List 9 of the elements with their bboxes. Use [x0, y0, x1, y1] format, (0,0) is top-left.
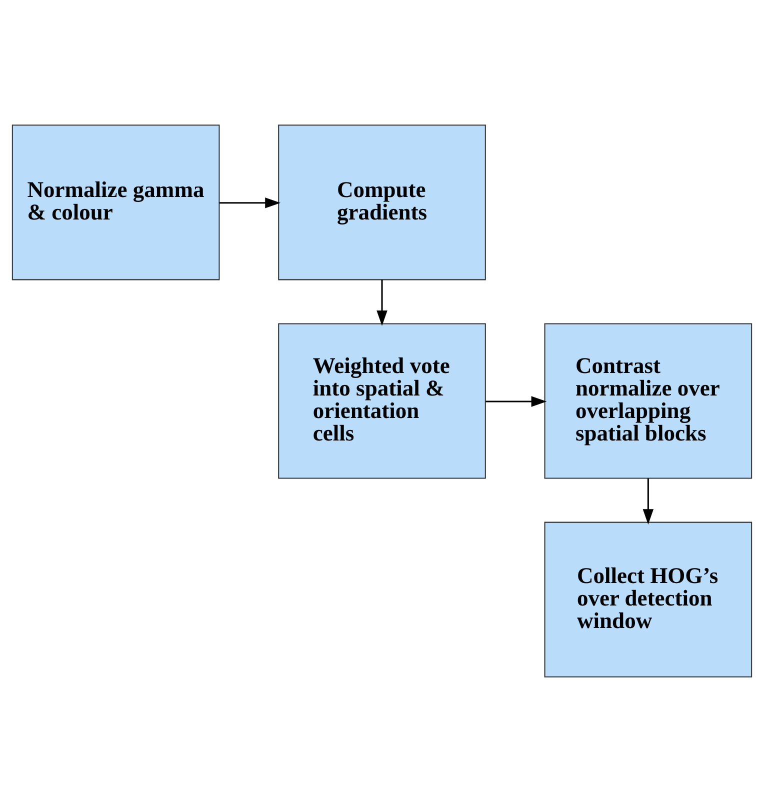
node-box: Contrast normalize over overlapping spatial blocks	[544, 322, 752, 478]
node-box: Normalize gamma & colour	[12, 124, 220, 280]
arrow	[642, 478, 654, 524]
arrow	[376, 279, 388, 326]
arrow	[220, 197, 280, 208]
node-box: Compute gradients	[278, 124, 486, 280]
arrow	[486, 396, 547, 406]
node-box: Weighted vote into spatial & orientation cells	[278, 322, 486, 478]
node-box: Collect HOG’s over detection window	[544, 521, 752, 677]
